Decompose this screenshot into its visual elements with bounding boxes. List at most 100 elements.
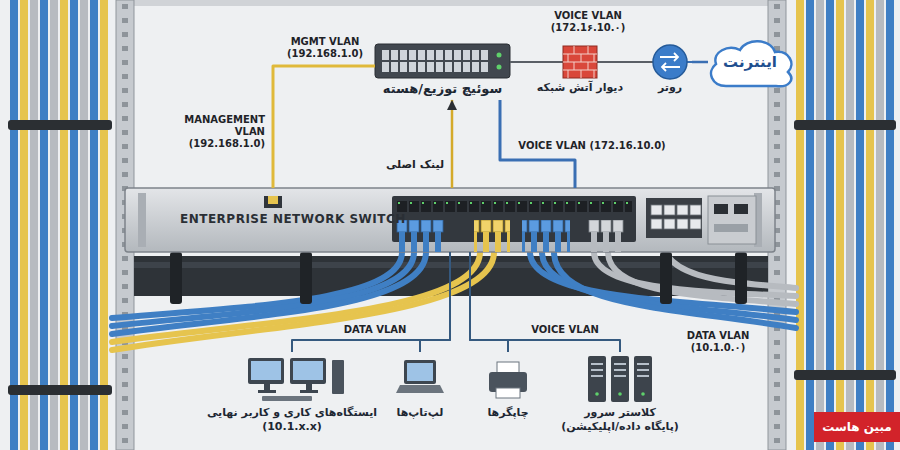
workstation-icon — [262, 396, 312, 401]
server-icon — [595, 392, 599, 396]
node-title: دیوار آتش شبکه — [537, 81, 623, 95]
cable-ring — [300, 252, 312, 304]
workstation-group: ایستگاه‌های کاری و کاربر نهایی(10.1.x.x) — [203, 352, 382, 437]
router-icon — [653, 45, 687, 79]
vlan-link-label: VOICE VLAN (172.16.10.0) — [515, 139, 668, 153]
cable-ring — [660, 252, 672, 304]
vlan-link — [628, 61, 648, 63]
switch-chassis — [268, 196, 278, 204]
server-icon — [588, 356, 652, 402]
workstation-icon — [332, 360, 344, 394]
node-title: کلاستر سرور — [584, 406, 656, 420]
vlan-link — [273, 66, 375, 188]
node-title: سوئیچ توزیع/هسته — [383, 81, 502, 98]
vlan-label: DATA VLAN — [341, 323, 410, 337]
switch-chassis — [714, 204, 728, 214]
switch-chassis — [138, 193, 146, 247]
node-title: چاپگرها — [487, 406, 528, 420]
cable-bundle — [90, 0, 98, 450]
internet-cloud-icon — [711, 41, 791, 86]
router: روتر — [648, 44, 692, 97]
cable-tie — [794, 120, 896, 130]
switch-chassis — [650, 204, 702, 232]
vlan-link-label: لینک اصلی — [383, 157, 447, 172]
server-icon — [611, 356, 629, 402]
router-icon — [648, 45, 692, 79]
printer-group: چاپگرها — [480, 352, 536, 422]
server-icon — [618, 392, 622, 396]
switch-chassis — [396, 200, 632, 214]
router-icon — [660, 53, 680, 71]
cable-tie — [794, 370, 896, 380]
vlan-label: DATA VLAN (10.1.0.۰) — [678, 329, 758, 355]
vlan-link-label: VOICE VLAN (172.1۶.10.۰) — [541, 9, 636, 35]
laptop-icon — [404, 360, 436, 384]
vlan-link-label: MGMT VLAN (192.168.1.0) — [278, 35, 373, 61]
node-title: اینترنت — [723, 53, 777, 73]
server-icon — [634, 356, 652, 402]
watermark-bar — [814, 412, 900, 442]
node-title: ایستگاه‌های کاری و کاربر نهایی — [207, 406, 377, 420]
cable-bundle — [886, 0, 894, 450]
cable-bundle — [796, 0, 804, 450]
vlan-label: VOICE VLAN — [528, 323, 602, 337]
core-switch: سوئیچ توزیع/هسته — [375, 44, 510, 100]
workstation-icon — [248, 358, 284, 384]
core-switch-icon — [497, 53, 502, 58]
switch-chassis — [714, 224, 748, 232]
core-switch-icon — [497, 65, 502, 70]
node-title: روتر — [658, 81, 682, 95]
cable-bundle — [836, 0, 844, 450]
workstation-icon — [306, 384, 312, 390]
node-subtitle: (10.1.x.x) — [262, 420, 322, 434]
rack-post — [116, 0, 786, 450]
switch-chassis — [734, 204, 748, 214]
node-title: ENTERPRISE NETWORK SWITCH — [180, 212, 406, 228]
workstation-icon — [290, 358, 326, 384]
workstation-icon — [293, 361, 323, 380]
watermark: مبین هاست — [816, 418, 898, 436]
cable-tie — [8, 385, 112, 395]
cable-bundle — [50, 0, 58, 450]
switch-chassis — [588, 220, 624, 252]
vlan-link — [470, 252, 620, 352]
switch-chassis — [125, 188, 775, 252]
cable-bundle — [10, 0, 18, 450]
enterprise-switch: ENTERPRISE NETWORK SWITCH — [125, 188, 775, 252]
cable-bundle — [40, 0, 48, 450]
laptop-icon — [396, 385, 444, 393]
server-icon — [588, 356, 606, 402]
cable-bundle — [826, 0, 834, 450]
patch-cable — [112, 252, 480, 342]
cable-ring — [170, 252, 182, 304]
internet-cloud-icon — [711, 41, 791, 86]
cable-bundle — [70, 0, 78, 450]
cable-bundle — [30, 0, 38, 450]
switch-chassis — [264, 196, 282, 208]
firewall-icon — [563, 46, 597, 78]
laptop-group: لپ‌تاپ‌ها — [392, 352, 448, 422]
cable-bundle — [866, 0, 874, 450]
node-title: لپ‌تاپ‌ها — [397, 406, 444, 420]
vlan-link — [420, 252, 450, 352]
internet-cloud: اینترنت — [708, 38, 792, 88]
cable-bundle — [846, 0, 854, 450]
laptop-icon — [396, 360, 444, 393]
cable-bundle — [60, 0, 68, 450]
cable-bundle — [100, 0, 108, 450]
workstation-icon — [264, 384, 270, 390]
switch-chassis — [708, 196, 756, 244]
firewall-icon — [597, 61, 628, 63]
patch-cable — [112, 252, 494, 350]
vlan-label: MANAGEMENT VLAN (192.168.1.0) — [180, 113, 268, 151]
cable-ring — [170, 252, 747, 304]
cable-bundle — [20, 0, 28, 450]
core-switch-icon — [375, 44, 510, 78]
laptop-icon — [407, 363, 433, 381]
printer-icon — [489, 362, 527, 398]
cable-bundle — [816, 0, 824, 450]
firewall: دیوار آتش شبکه — [532, 44, 628, 97]
cable-bundle — [80, 0, 88, 450]
rack-background — [134, 0, 768, 6]
switch-chassis — [125, 188, 775, 252]
